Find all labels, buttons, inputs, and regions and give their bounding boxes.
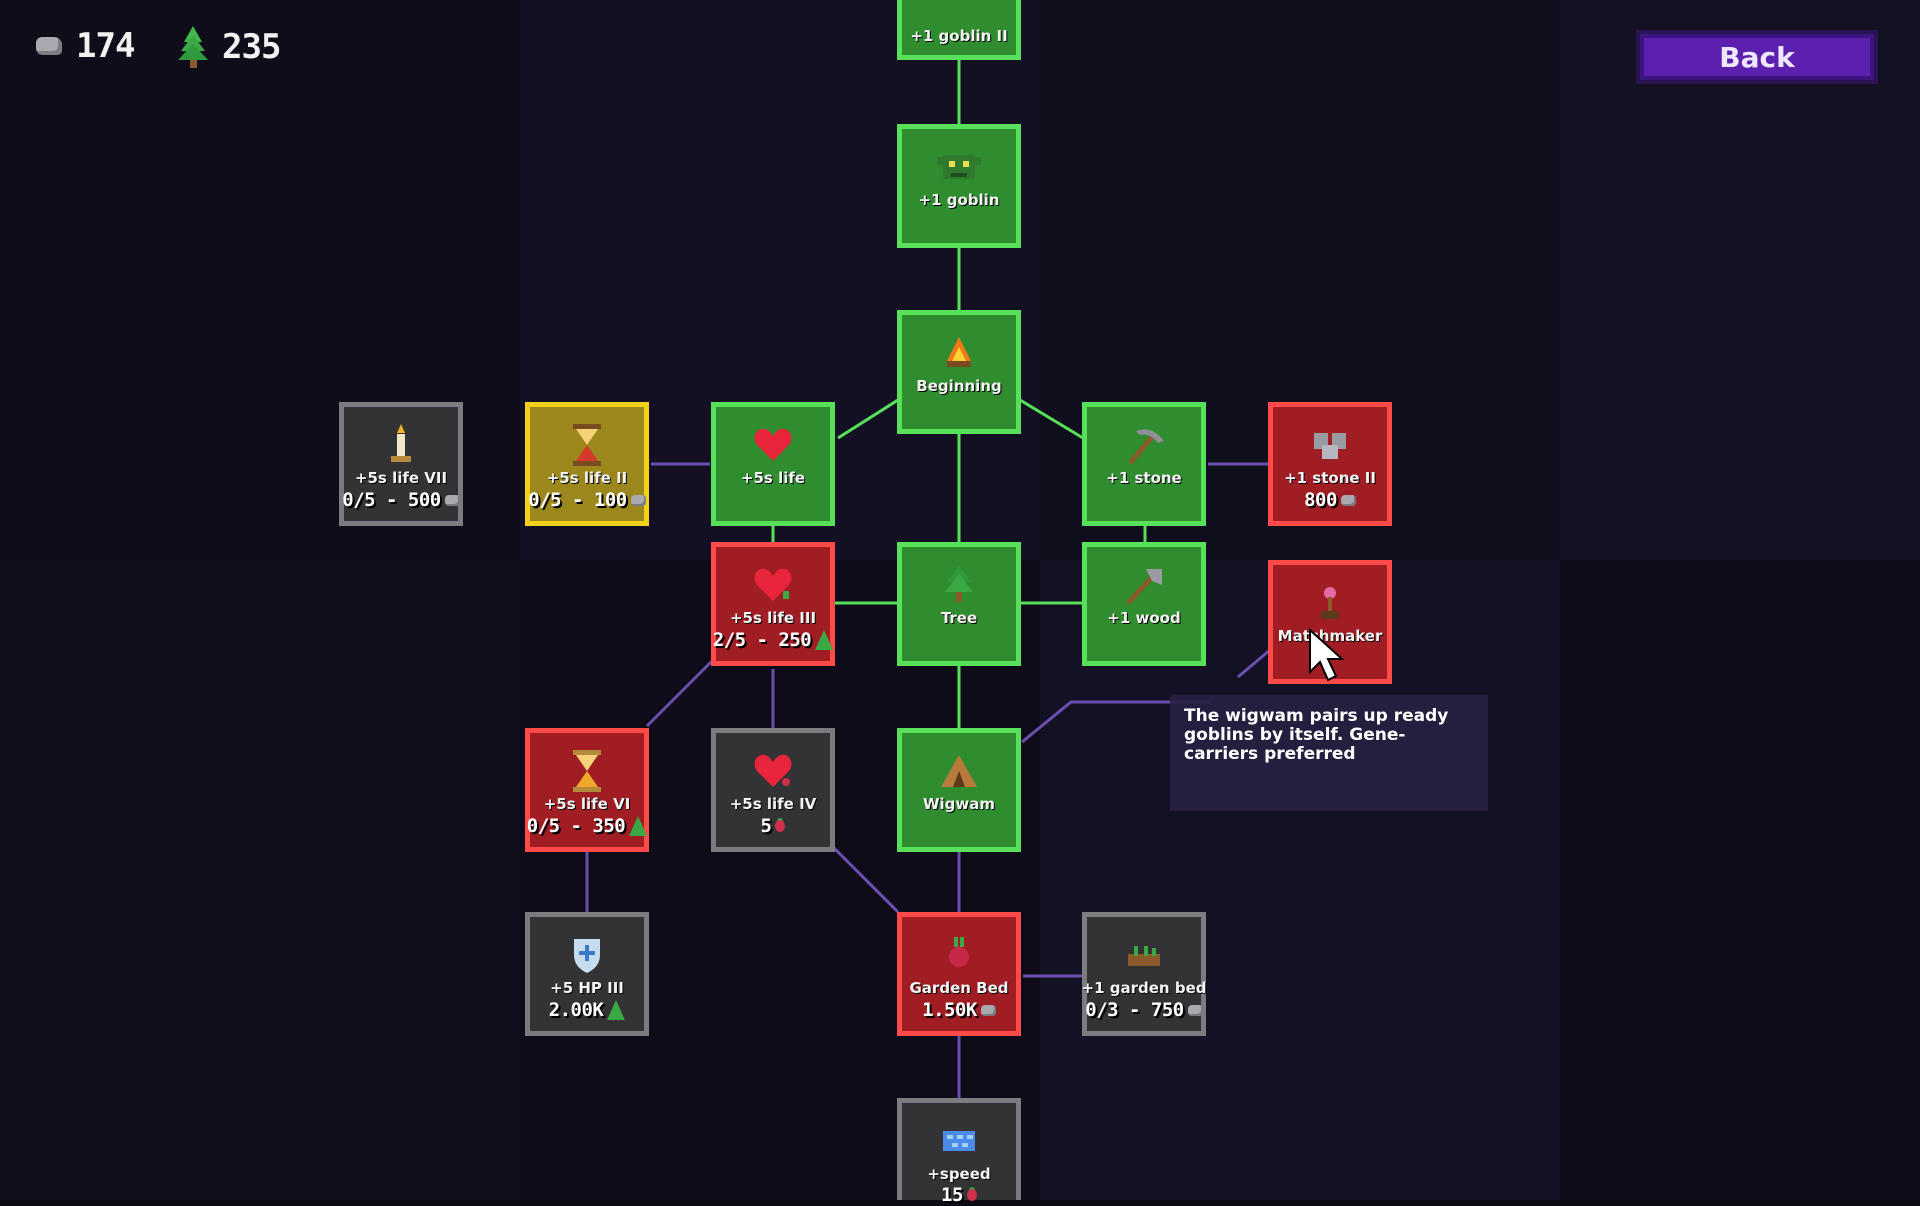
node-cost: 0/5 - 100 bbox=[522, 489, 652, 511]
heart-icon bbox=[751, 423, 795, 467]
heart-icon bbox=[751, 563, 795, 607]
stone-icon bbox=[980, 1004, 996, 1016]
candle-icon bbox=[379, 423, 423, 467]
node-garden-bed[interactable]: Garden Bed 1.50K bbox=[897, 912, 1021, 1036]
node-cost: 2.00K bbox=[522, 999, 652, 1021]
node-label: +5 HP III bbox=[550, 979, 624, 997]
radish-icon bbox=[966, 1189, 977, 1201]
node-beginning[interactable]: Beginning bbox=[897, 310, 1021, 434]
stone-icon bbox=[1340, 494, 1356, 506]
node-label: +1 goblin II bbox=[910, 27, 1008, 45]
node-cost: 800 bbox=[1265, 489, 1395, 511]
node-goblin-2[interactable]: +1 goblin II bbox=[897, 0, 1021, 60]
radish-icon bbox=[937, 933, 981, 977]
node-label: +5s life VII bbox=[354, 469, 448, 487]
node-label: +1 garden bed bbox=[1081, 979, 1207, 997]
pickaxe-icon bbox=[1122, 423, 1166, 467]
tree-icon bbox=[937, 563, 981, 607]
node-life-2[interactable]: +5s life II 0/5 - 100 bbox=[525, 402, 649, 526]
node-life-3[interactable]: +5s life III 2/5 - 250 bbox=[711, 542, 835, 666]
node-stone-2[interactable]: +1 stone II 800 bbox=[1268, 402, 1392, 526]
hourglass-icon bbox=[565, 749, 609, 793]
node-stone[interactable]: +1 stone bbox=[1082, 402, 1206, 526]
node-tooltip: The wigwam pairs up ready goblins by its… bbox=[1170, 695, 1488, 811]
mouse-cursor-icon bbox=[1309, 628, 1345, 682]
node-label: Wigwam bbox=[922, 795, 996, 813]
heart-icon bbox=[751, 749, 795, 793]
node-label: +5s life VI bbox=[543, 795, 631, 813]
node-label: Matchmaker bbox=[1277, 627, 1383, 645]
node-label: Tree bbox=[940, 609, 978, 627]
tree-icon bbox=[607, 1000, 626, 1020]
node-label: +5s life II bbox=[546, 469, 628, 487]
axe-icon bbox=[1122, 563, 1166, 607]
node-goblin[interactable]: +1 goblin bbox=[897, 124, 1021, 248]
hourglass-icon bbox=[565, 423, 609, 467]
wood-count: 235 bbox=[222, 27, 281, 67]
radish-icon bbox=[775, 820, 786, 832]
campfire-icon bbox=[937, 331, 981, 375]
stone-icon bbox=[1187, 1004, 1203, 1016]
back-button[interactable]: Back bbox=[1644, 38, 1870, 76]
tree-icon bbox=[629, 816, 648, 836]
node-label: +1 goblin bbox=[918, 191, 1000, 209]
node-cost: 0/5 - 350 bbox=[522, 815, 652, 837]
stone-count: 174 bbox=[76, 26, 135, 66]
node-cost: 0/5 - 500 bbox=[336, 489, 466, 511]
node-cost: 0/3 - 750 bbox=[1079, 999, 1209, 1021]
node-label: +1 stone II bbox=[1284, 469, 1376, 487]
node-label: +5s life bbox=[740, 469, 806, 487]
node-wigwam[interactable]: Wigwam bbox=[897, 728, 1021, 852]
node-cost: 1.50K bbox=[894, 999, 1024, 1021]
matchmaker-icon bbox=[1308, 581, 1352, 625]
node-tree[interactable]: Tree bbox=[897, 542, 1021, 666]
tree-icon bbox=[178, 26, 208, 68]
node-cost: 15 bbox=[894, 1184, 1024, 1206]
node-hp-3[interactable]: +5 HP III 2.00K bbox=[525, 912, 649, 1036]
node-life-7[interactable]: +5s life VII 0/5 - 500 bbox=[339, 402, 463, 526]
node-label: Beginning bbox=[916, 377, 1002, 395]
node-speed[interactable]: +speed 15 bbox=[897, 1098, 1021, 1206]
node-label: +1 stone bbox=[1106, 469, 1182, 487]
stone-icon bbox=[36, 37, 62, 55]
wood-counter: 235 bbox=[178, 26, 281, 68]
node-life-4[interactable]: +5s life IV 5 bbox=[711, 728, 835, 852]
node-life-6[interactable]: +5s life VI 0/5 - 350 bbox=[525, 728, 649, 852]
node-label: +speed bbox=[927, 1165, 991, 1183]
node-plus-garden-bed[interactable]: +1 garden bed 0/3 - 750 bbox=[1082, 912, 1206, 1036]
node-label: +1 wood bbox=[1107, 609, 1181, 627]
node-life[interactable]: +5s life bbox=[711, 402, 835, 526]
goblin-head-icon bbox=[937, 145, 981, 189]
stone-icon bbox=[630, 494, 646, 506]
node-label: +5s life III bbox=[729, 609, 817, 627]
node-label: +5s life IV bbox=[729, 795, 817, 813]
tree-icon bbox=[815, 630, 834, 650]
goblin-head-icon bbox=[937, 0, 981, 1]
node-cost: 5 bbox=[708, 815, 838, 837]
node-cost: 2/5 - 250 bbox=[708, 629, 838, 651]
node-wood[interactable]: +1 wood bbox=[1082, 542, 1206, 666]
stone-counter: 174 bbox=[36, 26, 135, 66]
stone-icon bbox=[444, 494, 460, 506]
stone-pile-icon bbox=[1308, 423, 1352, 467]
node-label: Garden Bed bbox=[909, 979, 1009, 997]
speed-icon bbox=[937, 1119, 981, 1163]
shield-icon bbox=[565, 933, 609, 977]
wigwam-icon bbox=[937, 749, 981, 793]
garden-bed-icon bbox=[1122, 933, 1166, 977]
